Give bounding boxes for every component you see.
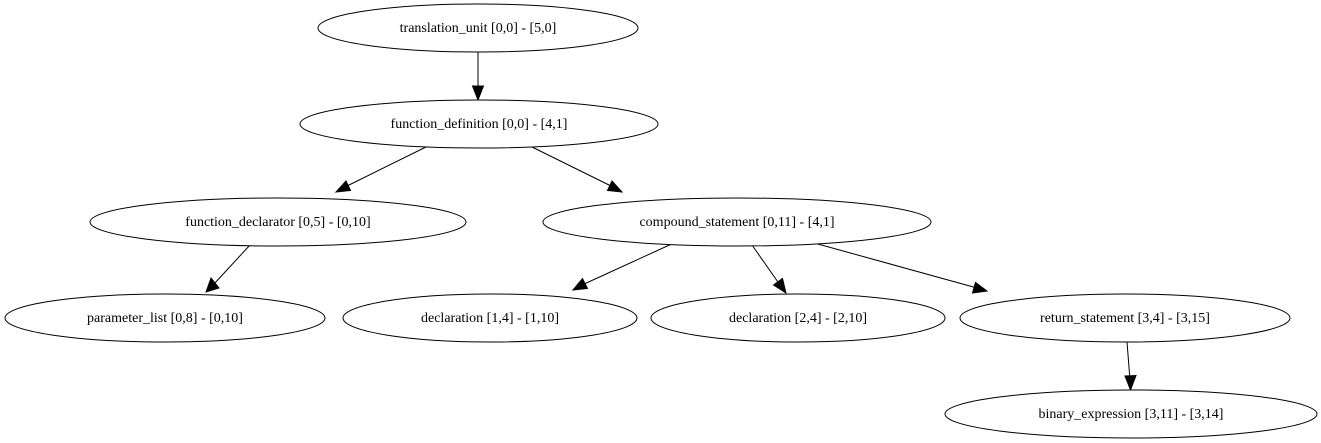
node-declaration-2[interactable]: declaration [2,4] - [2,10] (650, 293, 946, 343)
node-label-function-declarator: function_declarator [0,5] - [0,10] (185, 215, 370, 230)
node-ellipse-declaration-1[interactable] (342, 293, 638, 343)
edge-translation-unit-to-function-definition (471, 52, 485, 102)
arrowhead (471, 85, 485, 102)
node-binary-expression[interactable]: binary_expression [3,11] - [3,14] (944, 389, 1318, 439)
node-ellipse-return-statement[interactable] (959, 293, 1291, 343)
node-declaration-1[interactable]: declaration [1,4] - [1,10] (342, 293, 638, 343)
arrowhead (205, 276, 220, 293)
arrowhead (571, 277, 589, 291)
node-label-parameter-list: parameter_list [0,8] - [0,10] (87, 311, 243, 326)
edge-line (527, 144, 614, 188)
edge-function-definition-to-compound-statement (527, 144, 624, 193)
edge-line (806, 240, 978, 289)
arrowhead (1124, 374, 1137, 392)
node-ellipse-binary-expression[interactable] (944, 389, 1318, 439)
node-parameter-list[interactable]: parameter_list [0,8] - [0,10] (4, 293, 326, 343)
node-label-declaration-1: declaration [1,4] - [1,10] (421, 311, 559, 326)
arrowhead (606, 180, 624, 193)
node-ellipse-translation-unit[interactable] (317, 3, 639, 53)
node-return-statement[interactable]: return_statement [3,4] - [3,15] (959, 293, 1291, 343)
node-translation-unit[interactable]: translation_unit [0,0] - [5,0] (317, 3, 639, 53)
node-function-definition[interactable]: function_definition [0,0] - [4,1] (299, 99, 659, 149)
edge-return-statement-to-binary-expression (1124, 341, 1137, 392)
edge-line (213, 244, 251, 285)
edge-line (1126, 341, 1131, 381)
edge-line (344, 144, 431, 188)
node-ellipse-declaration-2[interactable] (650, 293, 946, 343)
edge-function-definition-to-function-declarator (334, 144, 431, 193)
edge-line (581, 241, 677, 286)
edge-function-declarator-to-parameter-list (205, 244, 251, 293)
node-compound-statement[interactable]: compound_statement [0,11] - [4,1] (542, 197, 932, 247)
arrowhead (334, 180, 352, 193)
edges-layer (205, 52, 1137, 392)
arrowhead (971, 281, 989, 294)
node-ellipse-function-declarator[interactable] (89, 197, 467, 247)
node-ellipse-compound-statement[interactable] (542, 197, 932, 247)
node-label-binary-expression: binary_expression [3,11] - [3,14] (1039, 407, 1224, 422)
node-label-declaration-2: declaration [2,4] - [2,10] (729, 311, 867, 326)
node-label-return-statement: return_statement [3,4] - [3,15] (1040, 311, 1210, 326)
edge-compound-statement-to-declaration-1 (571, 241, 677, 291)
node-function-declarator[interactable]: function_declarator [0,5] - [0,10] (89, 197, 467, 247)
node-label-compound-statement: compound_statement [0,11] - [4,1] (639, 215, 834, 230)
node-label-translation-unit: translation_unit [0,0] - [5,0] (400, 21, 557, 36)
edge-compound-statement-to-return-statement (806, 240, 989, 294)
arrowhead (772, 277, 787, 295)
edge-compound-statement-to-declaration-2 (751, 244, 787, 295)
node-ellipse-function-definition[interactable] (299, 99, 659, 149)
node-ellipse-parameter-list[interactable] (4, 293, 326, 343)
nodes-layer: translation_unit [0,0] - [5,0] function_… (4, 3, 1318, 439)
node-label-function-definition: function_definition [0,0] - [4,1] (391, 117, 568, 132)
edge-line (751, 244, 781, 286)
